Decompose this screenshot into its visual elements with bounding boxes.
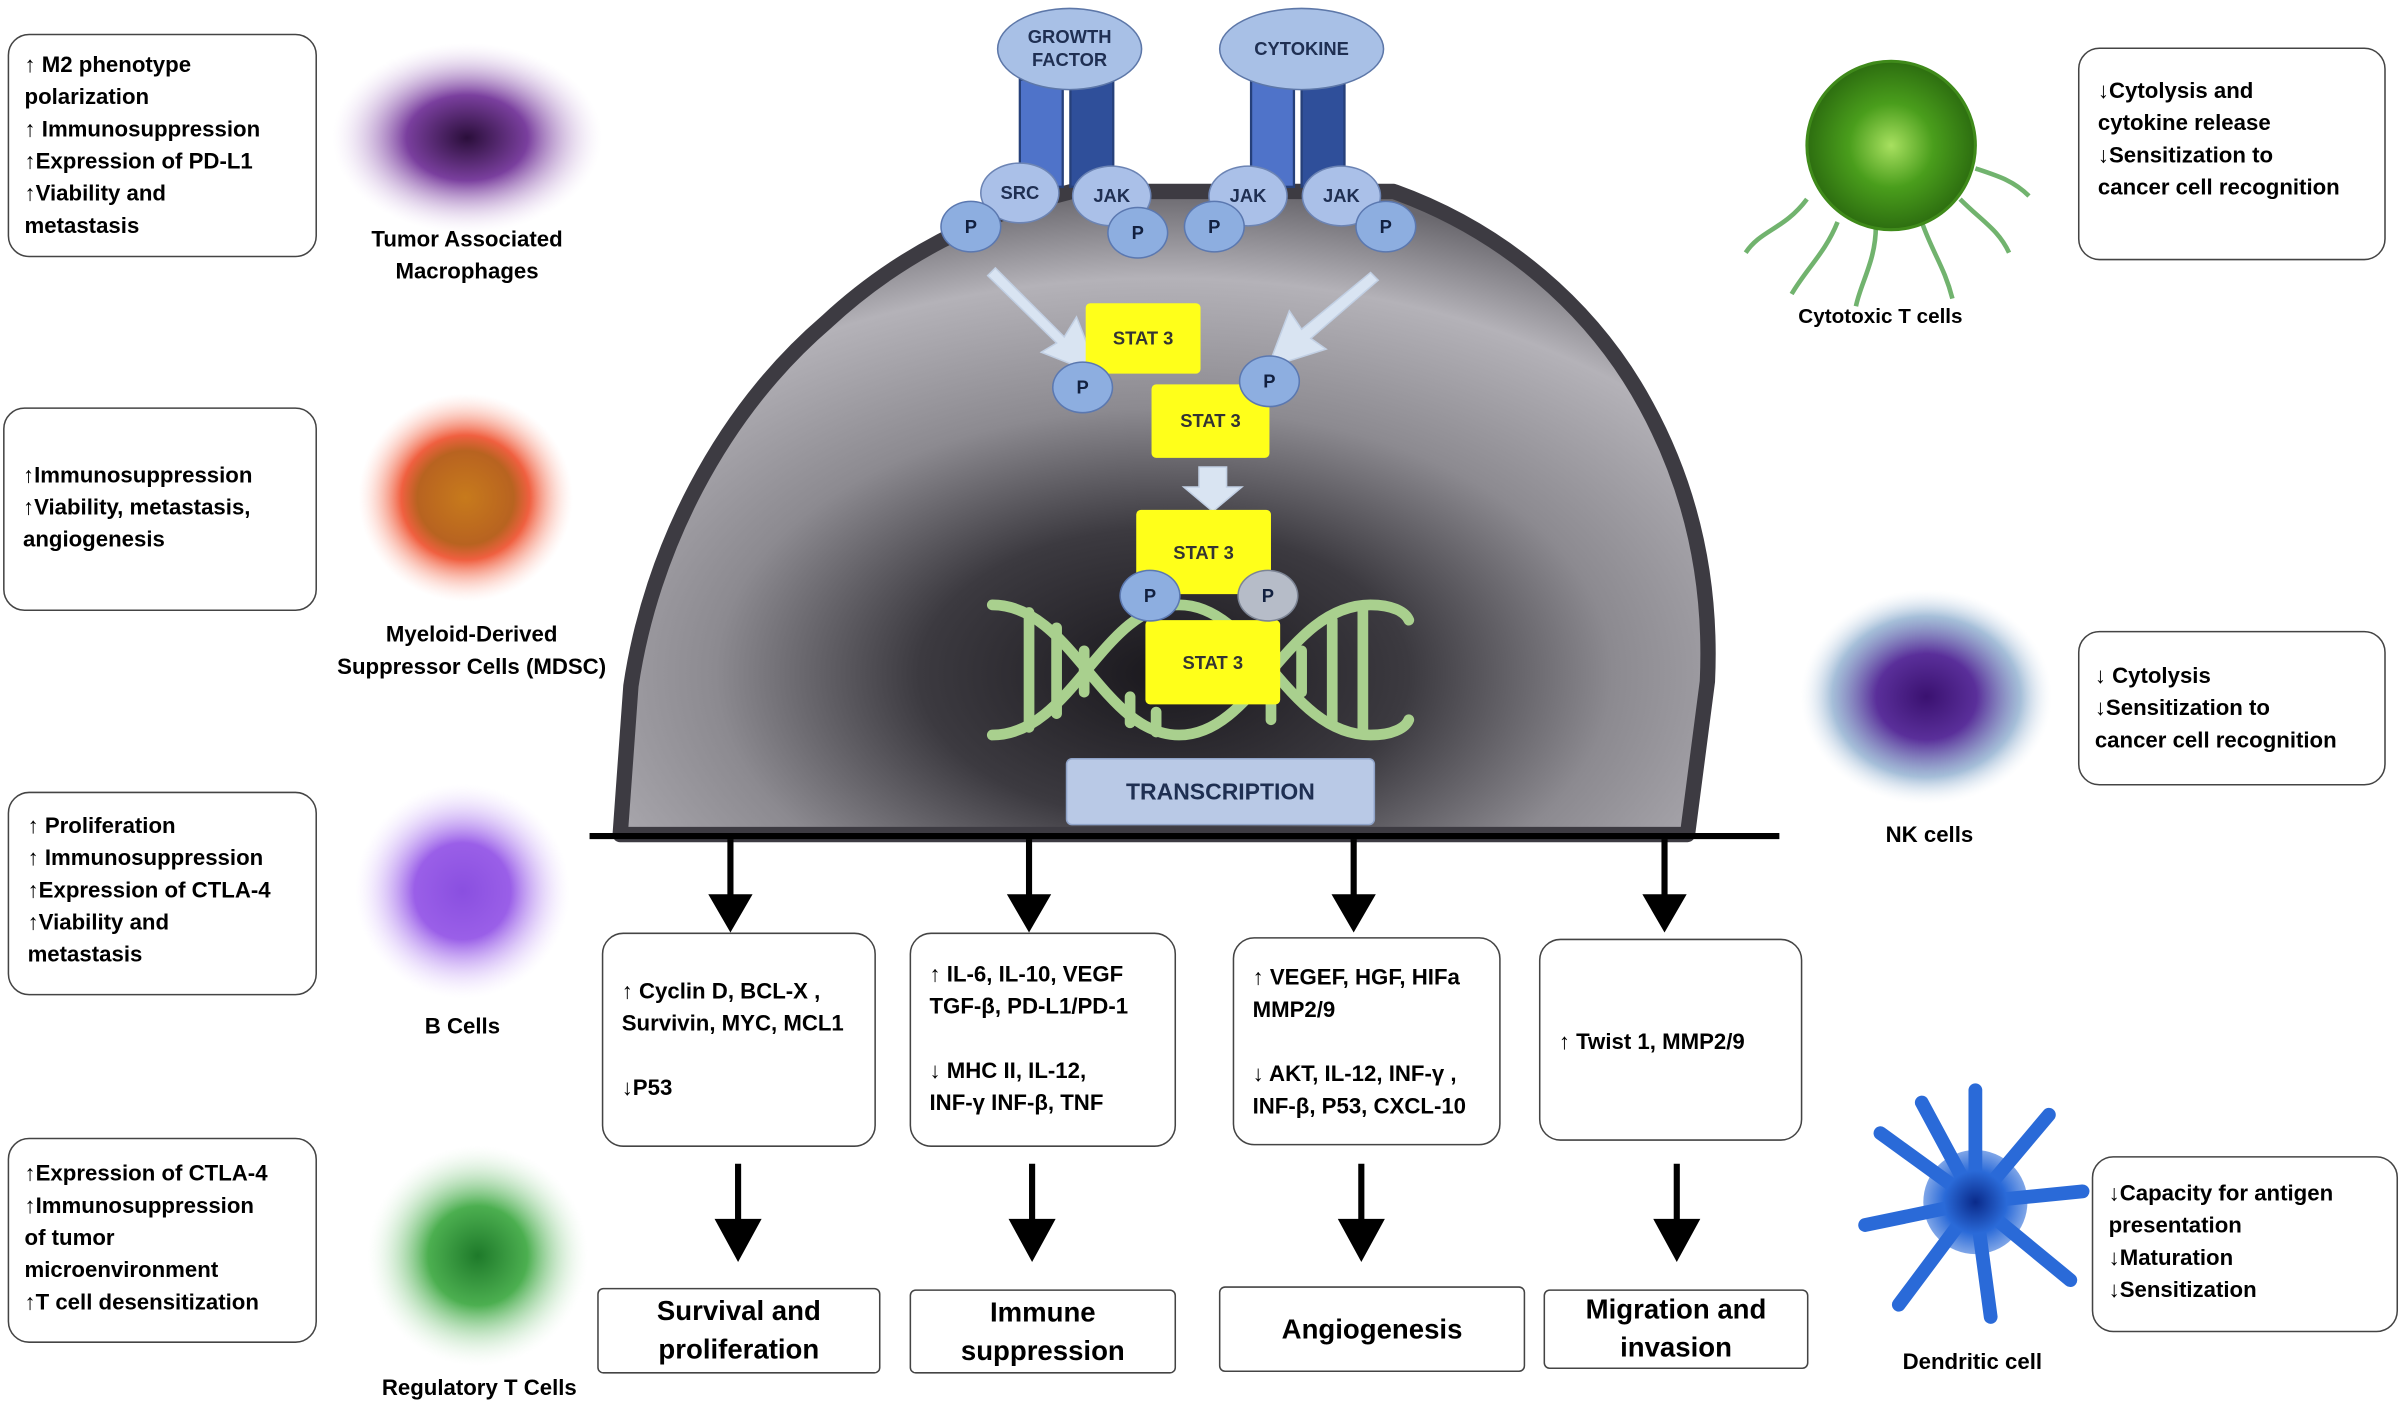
phosphate-jak-3: P: [1355, 200, 1417, 253]
transcription-box: TRANSCRIPTION: [1065, 757, 1376, 826]
b-cell-image: [355, 784, 570, 999]
b-cell-effects-box: ↑ Proliferation ↑ Immunosuppression ↑Exp…: [7, 791, 317, 996]
treg-effects-box: ↑Expression of CTLA-4 ↑Immunosuppression…: [7, 1137, 317, 1343]
phosphate-jak-1: P: [1107, 206, 1169, 259]
cytokine-receptor: CYTOKINE: [1218, 7, 1385, 91]
cytotoxic-t-label: Cytotoxic T cells: [1798, 304, 1963, 328]
survival-gene-effects-box: ↑ Cyclin D, BCL-X , Survivin, MYC, MCL1 …: [601, 932, 876, 1147]
phosphate-src: P: [940, 200, 1002, 253]
stat3-monomer-1: STAT 3: [1085, 303, 1201, 374]
jak-kinase-3: JAK: [1301, 165, 1382, 227]
src-kinase: SRC: [980, 162, 1060, 224]
phosphate-stat3-1: P: [1052, 361, 1114, 414]
phosphate-stat3-2: P: [1238, 355, 1301, 408]
nk-cell-image: [1800, 589, 2052, 804]
mdsc-effects-box: ↑Immunosuppression ↑Viability, metastasi…: [3, 407, 317, 611]
tumor-associated-macrophage-image: [332, 42, 602, 233]
growth-factor-label-line2: FACTOR: [1032, 49, 1108, 71]
dendritic-effects-box: ↓Capacity for antigen presentation ↓Matu…: [2091, 1156, 2399, 1333]
cytokine-label: CYTOKINE: [1254, 37, 1349, 59]
arrow-dimer-down: [1181, 466, 1244, 513]
migration-gene-effects-box: ↑ Twist 1, MMP2/9: [1538, 938, 1803, 1141]
nk-effects-box: ↓ Cytolysis ↓Sensitization to cancer cel…: [2077, 630, 2386, 786]
mdsc-label: Myeloid-Derived Suppressor Cells (MDSC): [337, 623, 607, 680]
phosphate-dimer-1: P: [1119, 569, 1181, 622]
mdsc-image: [358, 393, 573, 602]
cytotoxic-t-cell-image: [1743, 59, 2031, 307]
cytotoxic-t-effects-box: ↓Cytolysis and cytokine release ↓Sensiti…: [2077, 47, 2386, 261]
b-cell-label: B Cells: [424, 1015, 501, 1040]
stat3-dimer-bottom: STAT 3: [1145, 620, 1281, 705]
tam-label: Tumor Associated Macrophages: [371, 228, 563, 285]
tam-effects-box: ↑ M2 phenotype polarization ↑ Immunosupp…: [7, 33, 317, 258]
regulatory-t-cell-image: [367, 1145, 589, 1366]
arrow-jak-to-stat: [1266, 271, 1380, 369]
growth-factor-label-line1: GROWTH: [1027, 26, 1112, 48]
growth-factor-receptor: GROWTH FACTOR: [996, 7, 1143, 91]
angiogenesis-gene-effects-box: ↑ VEGEF, HGF, HIFa MMP2/9 ↓ AKT, IL-12, …: [1232, 937, 1501, 1146]
nk-label: NK cells: [1885, 823, 1974, 849]
stat3-monomer-2: STAT 3: [1151, 384, 1270, 458]
dendritic-cell-image: [1858, 1083, 2090, 1324]
immune-gene-effects-box: ↑ IL-6, IL-10, VEGF TGF-β, PD-L1/PD-1 ↓ …: [909, 932, 1177, 1147]
phosphate-jak-2: P: [1183, 200, 1245, 253]
treg-label: Regulatory T Cells: [381, 1376, 577, 1402]
phosphate-dimer-2: P: [1237, 569, 1299, 622]
outcome-angiogenesis: Angiogenesis: [1218, 1286, 1526, 1373]
dendritic-label: Dendritic cell: [1902, 1350, 2043, 1376]
